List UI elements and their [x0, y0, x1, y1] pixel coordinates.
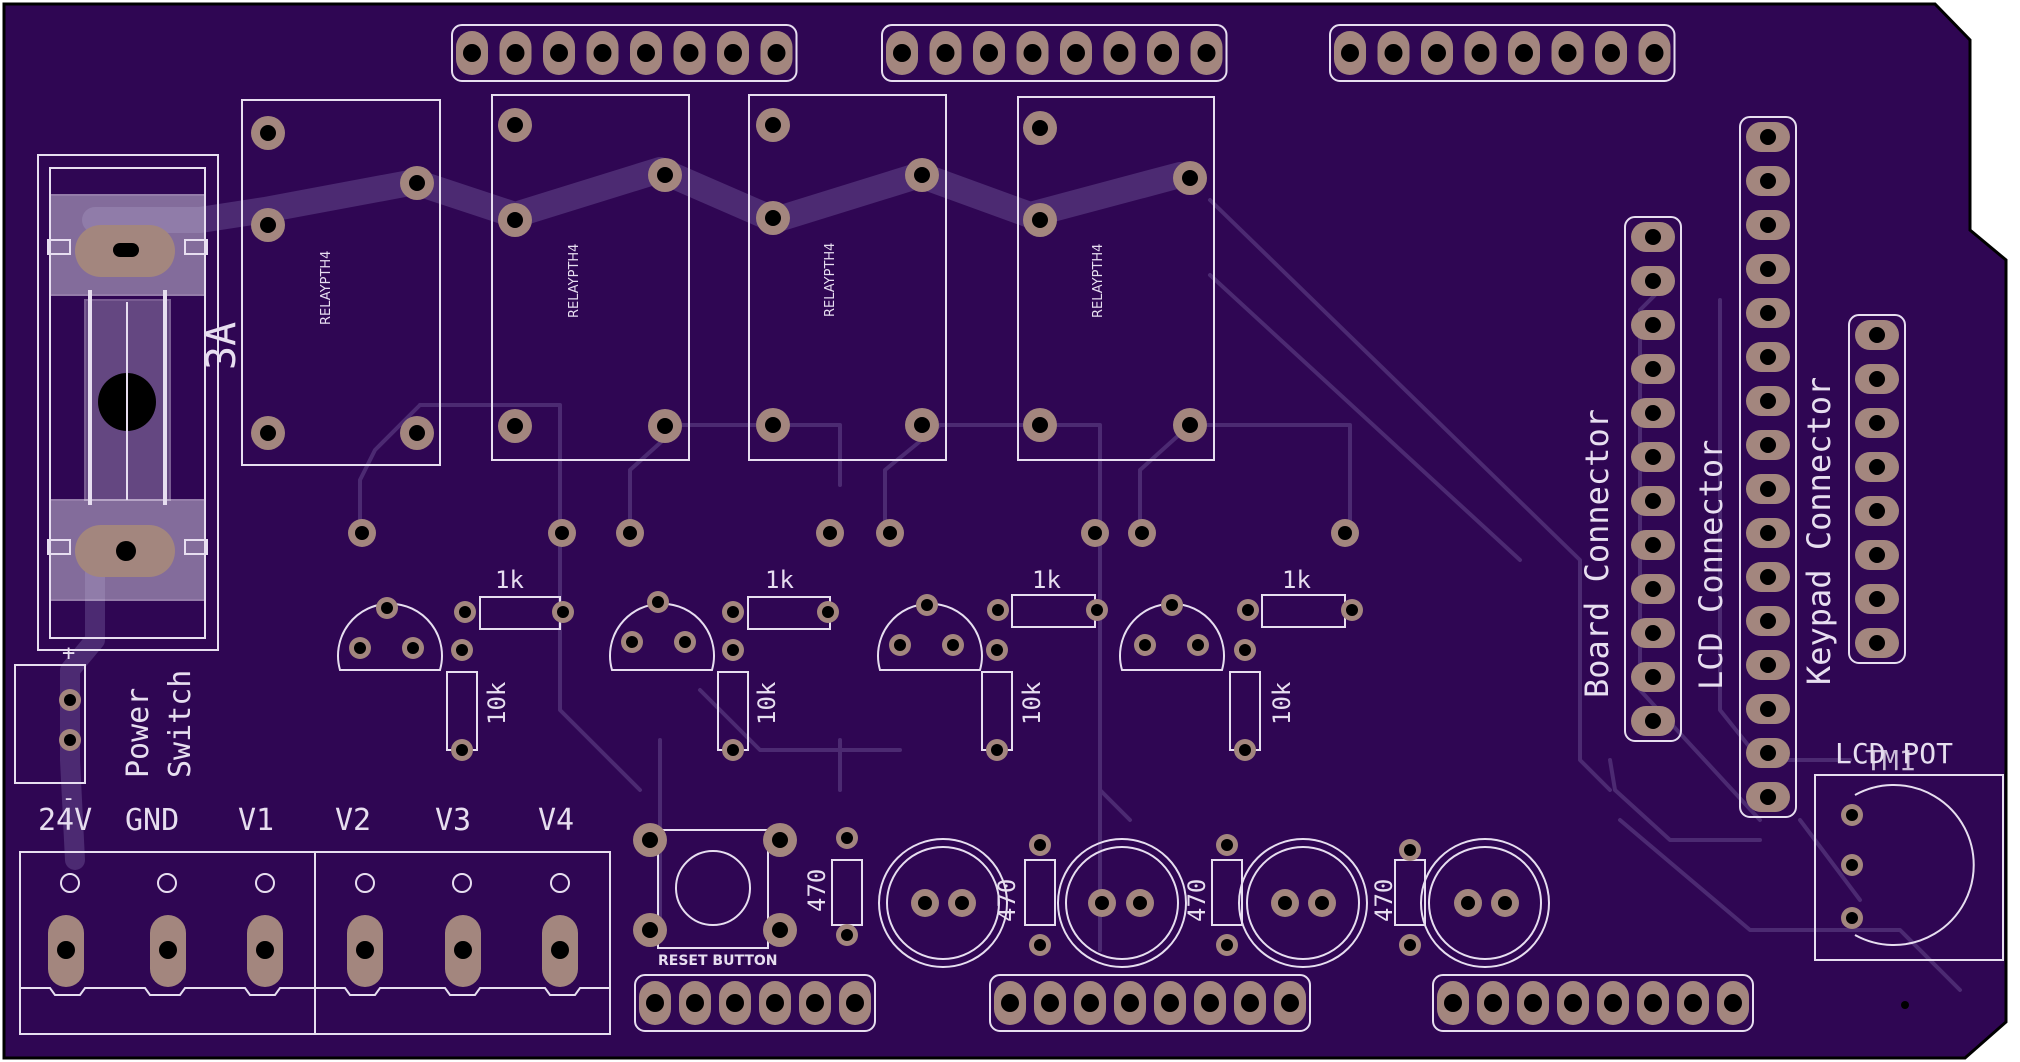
driver-block-4: 1k 10k — [1119, 566, 1363, 761]
trimmer-ref-label: TM1 — [1865, 744, 1916, 777]
terminal-label-v3: V3 — [435, 803, 471, 838]
driver-block-2: 1k 10k — [609, 566, 839, 761]
svg-text:-: - — [62, 786, 75, 811]
svg-text:10k: 10k — [753, 681, 781, 725]
reset-button-footprint: RESET BUTTON — [633, 823, 797, 969]
relay-k3: RELAYPTH4 — [748, 94, 947, 461]
led-block-1: 470 — [803, 827, 1008, 968]
svg-text:470: 470 — [1370, 879, 1398, 922]
svg-text:1k: 1k — [765, 566, 794, 594]
fiducial-mark — [1901, 1001, 1909, 1009]
keypad-connector-label: Keypad Connector — [1800, 377, 1838, 685]
terminal-label-v2: V2 — [335, 803, 371, 838]
svg-text:RELAYPTH4: RELAYPTH4 — [1091, 244, 1106, 318]
svg-text:10k: 10k — [1018, 681, 1046, 725]
terminal-label-gnd: GND — [125, 803, 179, 838]
relay-k1: RELAYPTH4 — [241, 99, 441, 466]
svg-text:RELAYPTH4: RELAYPTH4 — [567, 244, 582, 318]
lcd-pot-label: LCD POT — [1835, 737, 1953, 770]
terminal-block: 24V GND V1 V2 V3 V4 — [19, 803, 611, 1035]
svg-text:470: 470 — [1183, 879, 1211, 922]
svg-text:RELAYPTH4: RELAYPTH4 — [319, 251, 334, 325]
led-block-3: 470 — [1183, 834, 1368, 968]
svg-text:1k: 1k — [495, 566, 524, 594]
svg-text:RELAYPTH4: RELAYPTH4 — [823, 243, 838, 317]
led-block-2: 470 — [993, 834, 1187, 968]
terminal-label-v4: V4 — [538, 803, 574, 838]
svg-text:+: + — [62, 641, 75, 666]
svg-text:470: 470 — [993, 879, 1021, 922]
svg-text:1k: 1k — [1032, 566, 1061, 594]
relay-k2: RELAYPTH4 — [491, 94, 690, 461]
terminal-label-v1: V1 — [238, 803, 274, 838]
terminal-label-24v: 24V — [38, 803, 92, 838]
svg-text:470: 470 — [803, 869, 831, 912]
fuse-rating-label: 3A — [199, 322, 245, 370]
lcd-connector-label: LCD Connector — [1692, 440, 1730, 690]
svg-text:10k: 10k — [1268, 681, 1296, 725]
svg-text:Switch: Switch — [163, 670, 198, 778]
power-switch: + - Power Switch — [14, 641, 198, 811]
svg-text:10k: 10k — [483, 681, 511, 725]
driver-block-1: 1k 10k — [337, 566, 574, 761]
pin-headers — [451, 24, 1906, 1032]
driver-block-3: 1k 10k — [877, 566, 1108, 761]
svg-text:1k: 1k — [1282, 566, 1311, 594]
led-block-4: 470 — [1370, 838, 1550, 968]
lcd-pot: LCD POT TM1 — [1814, 737, 2004, 961]
power-switch-label: Power — [121, 688, 156, 778]
relay-k4: RELAYPTH4 — [1017, 96, 1215, 461]
board-connector-label: Board Connector — [1578, 409, 1616, 698]
reset-button-label: RESET BUTTON — [658, 953, 778, 969]
